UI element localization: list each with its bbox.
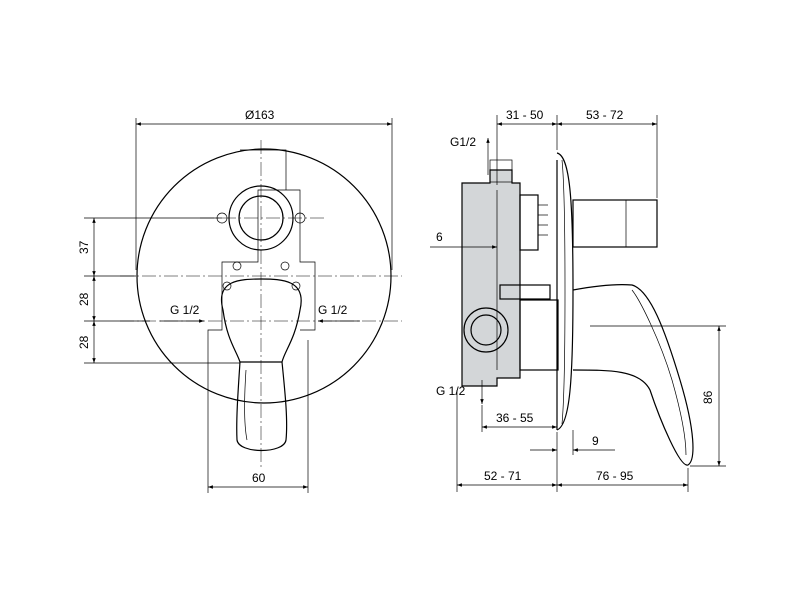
- dim-76-95-label: 76 - 95: [596, 469, 634, 483]
- dim-28-upper-label: 28: [77, 292, 91, 306]
- valve-body-outline: [207, 149, 316, 360]
- lever-handle: [236, 361, 288, 451]
- dim-86-label: 86: [701, 390, 715, 404]
- upper-fitting: [519, 194, 539, 251]
- housing-top-block: [489, 159, 513, 183]
- escutcheon-plate: [136, 148, 392, 404]
- dim-36-55-label: 36 - 55: [496, 411, 534, 425]
- lever-side-highlight: [631, 289, 687, 456]
- dim-28-lower-label: 28: [77, 335, 91, 349]
- upper-screw-right: [294, 212, 306, 224]
- mount-screw-3: [222, 281, 232, 291]
- side-view: G1/2 G 1/2 31 - 50 53 - 72 6 36 - 55 9 5…: [430, 108, 726, 492]
- dim-37-label: 37: [77, 240, 91, 254]
- inlet-left-label: G 1/2: [170, 303, 200, 317]
- dim-52-71-label: 52 - 71: [484, 469, 522, 483]
- outlet-top-label: G1/2: [450, 135, 476, 149]
- outlet-port-outer: [463, 307, 509, 353]
- upper-spout: [572, 199, 658, 248]
- dim-31-50-label: 31 - 50: [506, 108, 544, 122]
- dim-60-label: 60: [252, 471, 266, 485]
- upper-port-inner: [238, 195, 284, 241]
- outlet-port-inner: [470, 314, 502, 346]
- escutcheon-side-inner: [561, 159, 566, 425]
- lower-fitting: [499, 284, 551, 300]
- dim-6-label: 6: [436, 230, 443, 244]
- upper-port-outer: [228, 185, 294, 251]
- lever-handle-highlight: [244, 369, 248, 441]
- mount-screw-4: [291, 281, 301, 291]
- dim-53-72-label: 53 - 72: [586, 108, 624, 122]
- inlet-right-label: G 1/2: [318, 303, 348, 317]
- dim-d163-label: Ø163: [245, 108, 275, 122]
- front-view: G 1/2 G 1/2 Ø163 37 28 28 60: [77, 108, 402, 493]
- outlet-bottom-label: G 1/2: [436, 384, 466, 398]
- mount-screw-2: [280, 261, 290, 271]
- lower-stem: [519, 299, 559, 371]
- mount-screw-1: [232, 261, 242, 271]
- dim-9-label: 9: [592, 434, 599, 448]
- handle-base: [220, 278, 302, 363]
- lever-side: [572, 284, 694, 466]
- valve-housing: [461, 169, 521, 387]
